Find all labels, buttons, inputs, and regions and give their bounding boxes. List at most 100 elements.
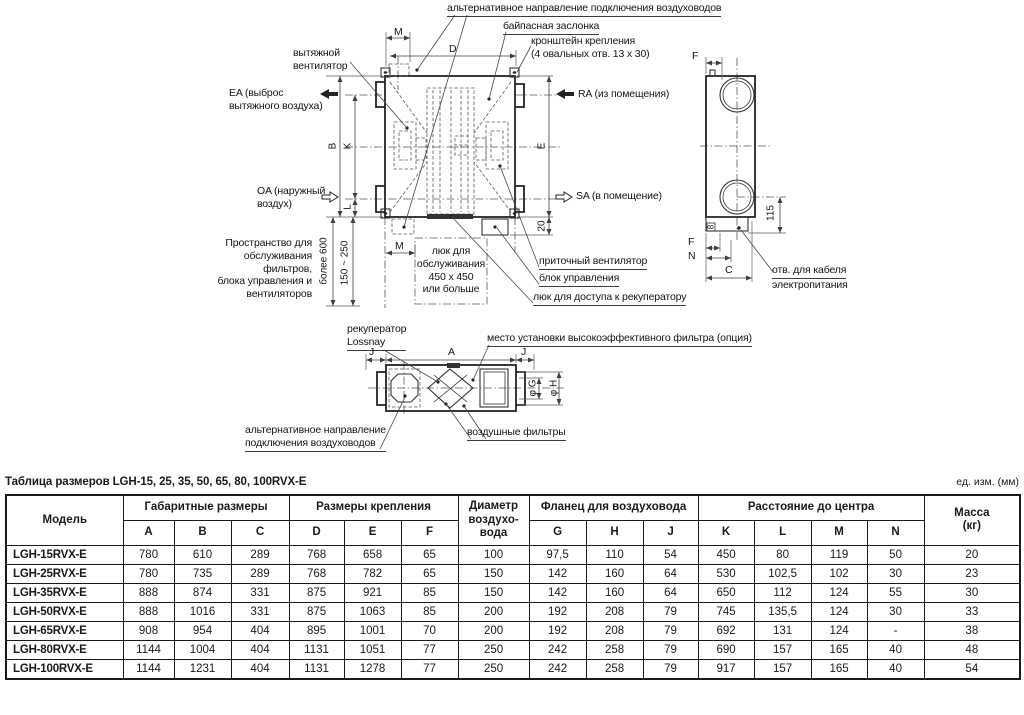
col-j: J <box>642 519 699 546</box>
value-cell: 135,5 <box>753 601 812 622</box>
sa-label: SA (в помещение) <box>576 190 662 202</box>
value-cell: 192 <box>528 620 587 641</box>
value-cell: 160 <box>585 582 644 603</box>
service-space-label: Пространство для обслуживания фильтров, … <box>217 237 312 301</box>
group-overall: Габаритные размеры <box>122 494 290 521</box>
value-cell: 1278 <box>343 658 402 680</box>
value-cell: 33 <box>923 601 1021 622</box>
value-cell: 242 <box>528 658 587 680</box>
group-flange: Фланец для воздуховода <box>528 494 699 521</box>
value-cell: 1231 <box>173 658 232 680</box>
value-cell: 768 <box>288 563 345 584</box>
value-cell: 23 <box>923 563 1021 584</box>
mount-bracket-label: кронштейн крепления (4 овальных отв. 13 … <box>531 35 650 60</box>
dim-m-bottom: M <box>395 240 404 252</box>
value-cell: 331 <box>230 582 290 603</box>
value-cell: 165 <box>810 658 868 680</box>
value-cell: 768 <box>288 544 345 565</box>
value-cell: 1001 <box>343 620 402 641</box>
model-cell: LGH-25RVX-E <box>5 563 124 584</box>
value-cell: 160 <box>585 563 644 584</box>
dim-m-top: M <box>394 26 403 38</box>
value-cell: 404 <box>230 639 290 660</box>
value-cell: 142 <box>528 582 587 603</box>
value-cell: 745 <box>697 601 755 622</box>
dim-20: 20 <box>536 220 548 232</box>
col-e: E <box>343 519 402 546</box>
dim-b: B <box>327 142 339 150</box>
value-cell: 250 <box>457 658 530 680</box>
dimension-drawing: альтернативное направление подключения в… <box>217 2 848 452</box>
dim-a: A <box>448 346 456 358</box>
value-cell: 289 <box>230 563 290 584</box>
col-f: F <box>400 519 459 546</box>
value-cell: 658 <box>343 544 402 565</box>
units-note: ед. изм. (мм) <box>956 476 1019 488</box>
value-cell: 65 <box>400 544 459 565</box>
value-cell: 40 <box>866 639 925 660</box>
ea-label: EA (выброс вытяжного воздуха) <box>229 87 323 112</box>
value-cell: 404 <box>230 658 290 680</box>
model-cell: LGH-35RVX-E <box>5 582 124 603</box>
value-cell: 650 <box>697 582 755 603</box>
value-cell: 102 <box>810 563 868 584</box>
col-m: M <box>810 519 868 546</box>
bypass-damper-label: байпасная заслонка <box>503 20 599 35</box>
oa-arrow-icon <box>321 191 339 203</box>
value-cell: 780 <box>122 544 175 565</box>
dim-c: C <box>725 264 733 276</box>
dim-f-bottom: F <box>688 236 695 248</box>
side-view <box>700 57 786 282</box>
exhaust-fan-label: вытяжной вентилятор <box>293 47 348 72</box>
value-cell: 30 <box>866 601 925 622</box>
value-cell: 55 <box>866 582 925 603</box>
model-cell: LGH-80RVX-E <box>5 639 124 660</box>
value-cell: 331 <box>230 601 290 622</box>
model-cell: LGH-65RVX-E <box>5 620 124 641</box>
dimensions-table-section: Таблица размеров LGH-15, 25, 35, 50, 65,… <box>5 476 1022 680</box>
dim-e: E <box>536 142 548 150</box>
value-cell: 610 <box>173 544 232 565</box>
value-cell: 921 <box>343 582 402 603</box>
filter-option-label: место установки высокоэффективного фильт… <box>487 332 752 347</box>
alt-duct-bottom-label: альтернативное направление подключения в… <box>245 424 386 452</box>
value-cell: 895 <box>288 620 345 641</box>
model-cell: LGH-100RVX-E <box>5 658 124 680</box>
value-cell: 124 <box>810 601 868 622</box>
value-cell: 908 <box>122 620 175 641</box>
ra-arrow-icon <box>556 89 574 99</box>
value-cell: 192 <box>528 601 587 622</box>
col-l: L <box>753 519 812 546</box>
col-g: G <box>528 519 587 546</box>
drawing-geometry <box>320 14 786 450</box>
dim-j-left: J <box>369 346 375 358</box>
value-cell: 40 <box>866 658 925 680</box>
value-cell: 54 <box>923 658 1021 680</box>
value-cell: 30 <box>923 582 1021 603</box>
value-cell: 1063 <box>343 601 402 622</box>
value-cell: 874 <box>173 582 232 603</box>
group-to-center: Расстояние до центра <box>697 494 925 521</box>
value-cell: 79 <box>642 620 699 641</box>
control-box-shape <box>481 218 509 236</box>
value-cell: 150 <box>457 582 530 603</box>
col-k: K <box>697 519 755 546</box>
dim-8: 8 <box>706 224 716 230</box>
value-cell: 48 <box>923 639 1021 660</box>
value-cell: 79 <box>642 639 699 660</box>
value-cell: 258 <box>585 639 644 660</box>
access-hatch-label: люк для доступа к рекуператору <box>533 291 686 306</box>
value-cell: 1144 <box>122 658 175 680</box>
service-hatch-outline <box>414 237 488 305</box>
value-cell: 208 <box>585 620 644 641</box>
col-a: A <box>122 519 175 546</box>
service-hatch-label: люк для обслуживания 450 x 450 или больш… <box>416 245 486 296</box>
ra-label: RA (из помещения) <box>578 88 670 100</box>
dim-150-250: 150 ~ 250 <box>339 240 351 286</box>
